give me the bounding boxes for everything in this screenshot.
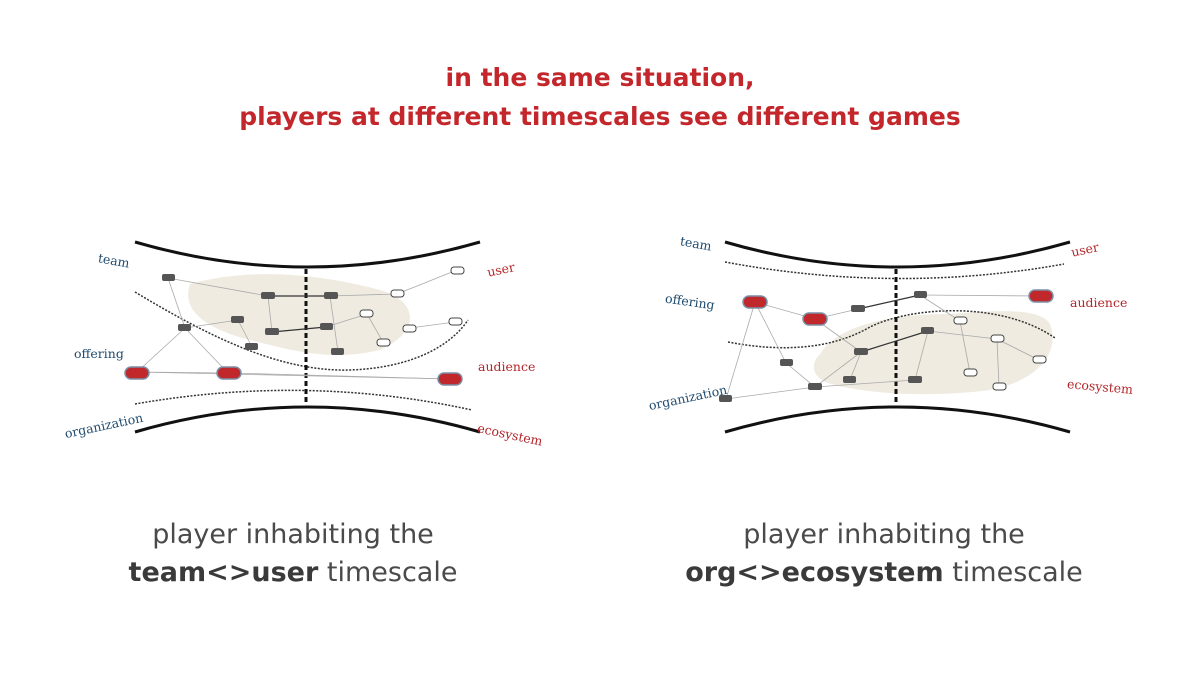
diagram-org-ecosystem: team offering organization user audience… bbox=[640, 222, 1140, 452]
node bbox=[908, 376, 922, 383]
node bbox=[854, 348, 868, 355]
headline-line-2: players at different timescales see diff… bbox=[239, 102, 961, 131]
caption-line-2: team<>user timescale bbox=[33, 554, 553, 592]
node bbox=[178, 324, 191, 331]
node bbox=[261, 292, 275, 299]
node bbox=[402, 324, 417, 333]
node bbox=[963, 368, 978, 377]
node bbox=[780, 359, 793, 366]
node bbox=[1032, 355, 1047, 364]
node bbox=[450, 266, 465, 275]
focus-region bbox=[813, 311, 1053, 395]
node bbox=[245, 343, 258, 350]
node bbox=[990, 334, 1005, 343]
node bbox=[742, 295, 768, 309]
red-nodes bbox=[742, 289, 1054, 326]
node bbox=[719, 395, 732, 402]
caption-line-1: player inhabiting the bbox=[152, 519, 434, 550]
headline: in the same situation, players at differ… bbox=[0, 58, 1200, 136]
caption-line-2: org<>ecosystem timescale bbox=[624, 554, 1144, 592]
node bbox=[921, 327, 934, 334]
node bbox=[448, 317, 463, 326]
node bbox=[1028, 289, 1054, 303]
headline-line-1: in the same situation, bbox=[445, 63, 755, 92]
node bbox=[992, 382, 1007, 391]
caption-line-1: player inhabiting the bbox=[743, 519, 1025, 550]
bottom-boundary bbox=[724, 405, 1071, 434]
caption-rest: timescale bbox=[318, 557, 458, 588]
node bbox=[359, 309, 374, 318]
node bbox=[851, 305, 865, 312]
caption-bold: org<>ecosystem bbox=[685, 557, 944, 588]
node bbox=[437, 372, 463, 386]
bottom-boundary bbox=[134, 405, 481, 434]
node bbox=[843, 376, 856, 383]
node bbox=[320, 323, 333, 330]
caption-bold: team<>user bbox=[128, 557, 319, 588]
caption-rest: timescale bbox=[943, 557, 1083, 588]
diagram-team-user-graphic bbox=[124, 240, 481, 434]
red-nodes bbox=[124, 366, 463, 386]
top-boundary bbox=[134, 240, 481, 269]
node bbox=[953, 316, 968, 325]
node bbox=[231, 316, 244, 323]
inner-curve-lower bbox=[134, 389, 473, 411]
node bbox=[802, 312, 828, 326]
caption-org-ecosystem: player inhabiting the org<>ecosystem tim… bbox=[624, 516, 1144, 592]
dark-nodes bbox=[162, 274, 344, 355]
node bbox=[324, 292, 338, 299]
focus-region bbox=[188, 274, 410, 356]
diagram-org-ecosystem-graphic bbox=[719, 240, 1071, 434]
white-nodes bbox=[359, 266, 465, 347]
label-offering: offering bbox=[74, 346, 124, 361]
node bbox=[162, 274, 175, 281]
node bbox=[124, 366, 150, 380]
label-audience: audience bbox=[1070, 295, 1128, 310]
caption-team-user: player inhabiting the team<>user timesca… bbox=[33, 516, 553, 592]
top-boundary bbox=[724, 240, 1071, 269]
white-nodes bbox=[953, 316, 1047, 391]
node bbox=[390, 289, 405, 298]
node bbox=[216, 366, 242, 380]
node bbox=[376, 338, 391, 347]
node bbox=[914, 291, 927, 298]
highlight-edge bbox=[860, 330, 929, 353]
highlight-edge bbox=[271, 326, 327, 333]
highlight-edge bbox=[857, 294, 921, 310]
diagram-team-user: team offering organization user audience… bbox=[50, 222, 550, 452]
inner-curve-upper bbox=[134, 291, 469, 371]
network-edges bbox=[136, 269, 458, 380]
dark-nodes bbox=[719, 291, 934, 402]
node bbox=[265, 328, 279, 335]
label-audience: audience bbox=[478, 359, 536, 374]
node bbox=[808, 383, 822, 390]
node bbox=[331, 348, 344, 355]
